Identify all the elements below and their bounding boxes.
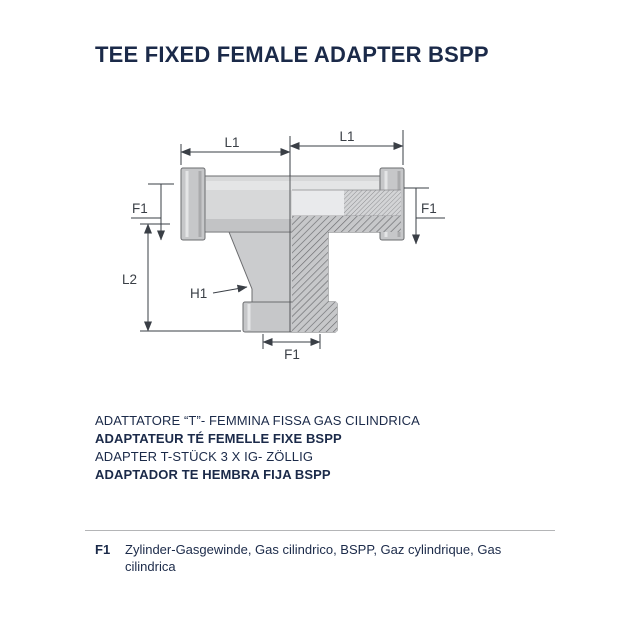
page-title: TEE FIXED FEMALE ADAPTER BSPP <box>95 42 489 67</box>
dimension-labels: L1 L1 F1 F1 L2 H1 F1 <box>122 129 437 362</box>
dim-label-l1-right: L1 <box>339 129 354 144</box>
dim-label-f1-bottom: F1 <box>284 347 300 362</box>
dim-label-l1-left: L1 <box>224 135 239 150</box>
footnote-key: F1 <box>95 542 111 557</box>
dim-label-f1-left: F1 <box>132 201 148 216</box>
footnote: F1 Zylinder-Gasgewinde, Gas cilindrico, … <box>95 541 520 575</box>
dim-label-h1: H1 <box>190 286 207 301</box>
description-french: ADAPTATEUR TÉ FEMELLE FIXE BSPP <box>95 431 342 446</box>
separator-line <box>85 530 555 531</box>
section-hatching <box>289 176 401 332</box>
dim-label-f1-right: F1 <box>421 201 437 216</box>
footnote-text: Zylinder-Gasgewinde, Gas cilindrico, BSP… <box>125 542 502 574</box>
description-block: ADATTATORE “T”- FEMMINA FISSA GAS CILIND… <box>95 412 420 484</box>
left-port <box>180 167 206 241</box>
description-spanish: ADAPTADOR TE HEMBRA FIJA BSPP <box>95 467 331 482</box>
dim-label-l2: L2 <box>122 272 137 287</box>
description-italian: ADATTATORE “T”- FEMMINA FISSA GAS CILIND… <box>95 413 420 428</box>
description-german: ADAPTER T-STÜCK 3 X IG- ZÖLLIG <box>95 449 314 464</box>
dimension-lines <box>131 130 445 349</box>
